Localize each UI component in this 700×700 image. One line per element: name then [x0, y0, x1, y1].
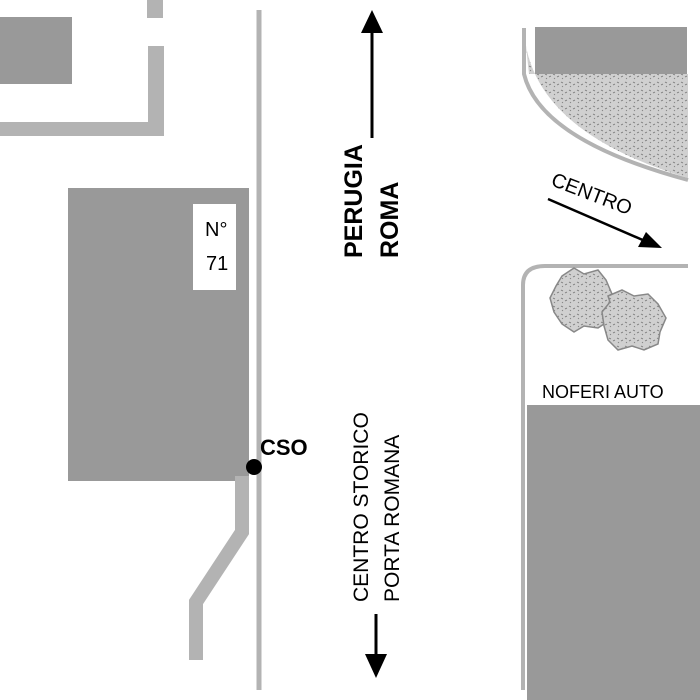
- side-path: [189, 476, 249, 660]
- arrow-down-icon: [365, 614, 387, 678]
- centro-storico-label: CENTRO STORICO: [350, 412, 373, 602]
- porta-romana-label: PORTA ROMANA: [381, 435, 404, 602]
- building-wall-l-shape: [0, 0, 164, 136]
- arrow-up-icon: [361, 10, 383, 138]
- building-bottom-right: [527, 405, 700, 700]
- noferi-auto-label: NOFERI AUTO: [542, 382, 664, 402]
- house-number-plate: [193, 204, 236, 290]
- building-top-right: [535, 27, 687, 74]
- house-number-prefix: N°: [205, 219, 227, 241]
- location-dot-icon: [246, 459, 262, 475]
- roma-label: ROMA: [376, 182, 404, 258]
- centro-label: CENTRO: [548, 169, 635, 220]
- arrow-diagonal-icon: [547, 197, 662, 248]
- trees-icon: [549, 267, 667, 351]
- curb-right: [521, 264, 688, 690]
- perugia-label: PERUGIA: [340, 144, 368, 258]
- green-area-top-right: [524, 28, 688, 178]
- cso-label: CSO: [260, 435, 308, 460]
- house-number-value: 71: [206, 253, 228, 275]
- building-top-left: [0, 17, 72, 84]
- curb-top-right: [522, 28, 689, 182]
